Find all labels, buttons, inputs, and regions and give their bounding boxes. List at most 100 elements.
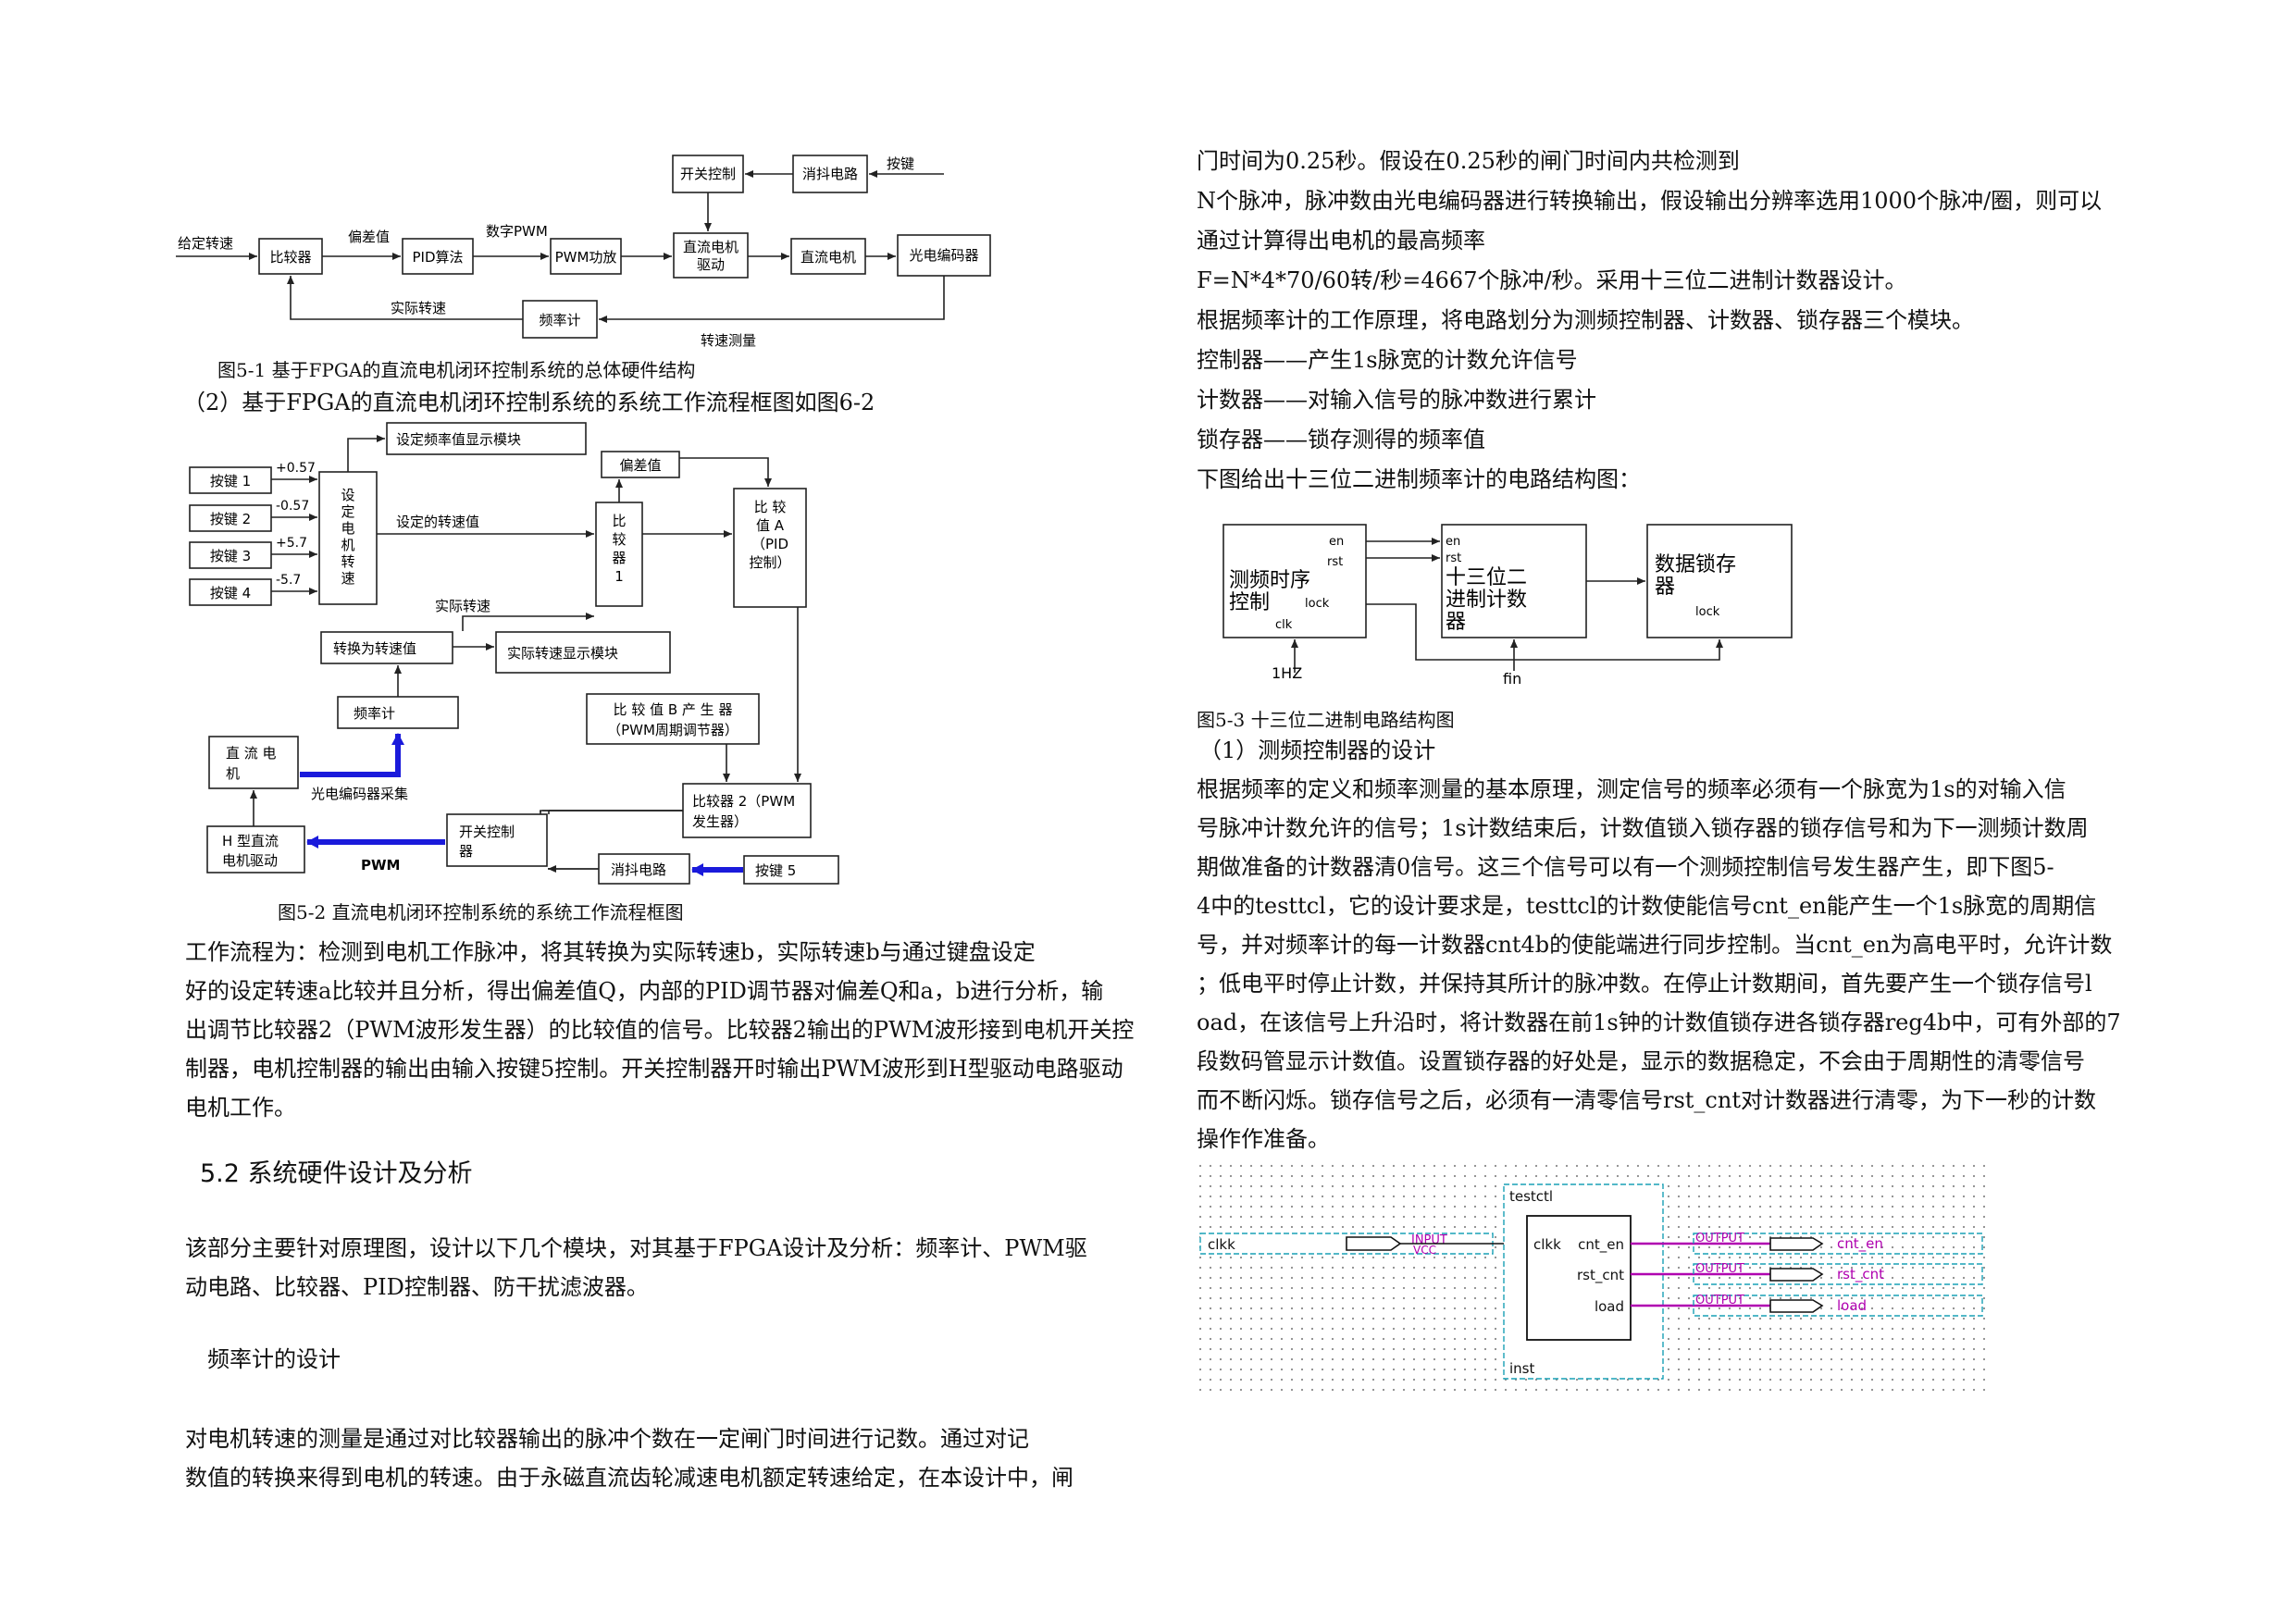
sub-heading-freq-meter: 频率计的设计: [207, 1346, 341, 1372]
fig2-key-2: 按键 2: [210, 511, 251, 527]
fig1-comparator-label: 比较器: [269, 249, 311, 266]
fig2-key-value-1: +0.57: [276, 461, 316, 476]
figure-5-3-caption: 图5-3 十三位二进制电路结构图: [1197, 709, 1455, 731]
fig2-key-1: 按键 1: [210, 473, 251, 489]
fig2-pwm-label: PWM: [361, 857, 400, 873]
fig3-counter-box: [1441, 524, 1587, 638]
fig2-compare-a-l3: （PID: [751, 536, 788, 552]
fig2-key5-box: [743, 855, 839, 885]
right-line-1: 门时间为0.25秒。假设在0.25秒的闸门时间内共检测到: [1197, 148, 1740, 174]
left-paragraph-line-3: 出调节比较器2（PWM波形发生器）的比较值的信号。比较器2输出的PWM波形接到电…: [185, 1017, 1135, 1043]
fig2-comparator2-box: [682, 783, 812, 838]
fig2-set-speed-char-5: 转: [341, 553, 354, 570]
fig2-convert-label: 转换为转速值: [333, 640, 416, 657]
fig1-switch-control-label: 开关控制: [680, 166, 736, 182]
fig2-dc-motor-l2: 机: [226, 765, 240, 782]
fig3-ctrl-box: [1222, 524, 1367, 638]
fig3-counter-en: en: [1446, 535, 1460, 549]
fig2-actual-display-label: 实际转速显示模块: [507, 645, 618, 662]
fig1-pid-box: [402, 238, 474, 275]
fig2-freq-meter-box: [337, 696, 459, 729]
fig2-set-speed-box: [318, 471, 378, 605]
fig2-set-display-box: [386, 422, 587, 455]
figure-5-1-block-diagram: 比较器 PID算法 PWM功放 直流电机 驱动 直流电机 光电编码器 开关控制 …: [176, 155, 991, 349]
right-line-2: N个脉冲，脉冲数由光电编码器进行转换输出，假设输出分辨率选用1000个脉冲/圈，…: [1197, 188, 2103, 214]
right-para-line-2: 号脉冲计数允许的信号；1s计数结束后，计数值锁入锁存器的锁存信号和为下一测频计数…: [1197, 815, 2089, 841]
fig2-compare-a-l2: 值 A: [756, 517, 785, 534]
section-para-line-1: 该部分主要针对原理图，设计以下几个模块，对其基于FPGA设计及分析：频率计、PW…: [185, 1235, 1087, 1261]
output-tag-1: OUTPUT: [1695, 1232, 1744, 1245]
fig2-compare-b-l1: 比 较 值 B 产 生 器: [614, 701, 733, 718]
left-paragraph-line-4: 制器，电机控制器的输出由输入按键5控制。开关控制器开时输出PWM波形到H型驱动电…: [185, 1056, 1123, 1082]
fig2-h-bridge-l2: 电机驱动: [222, 852, 278, 869]
output-pin-symbol-3[interactable]: [1769, 1299, 1824, 1313]
fig2-convert-box: [320, 631, 453, 664]
fig3-fin: fin: [1503, 670, 1521, 688]
fig3-counter-l1: 十三位二: [1446, 566, 1527, 589]
fig2-key-2-box: [189, 504, 272, 532]
fig1-dc-motor-box: [790, 238, 866, 275]
right-para-line-5: 号，并对频率计的每一计数器cnt4b的使能端进行同步控制。当cnt_en为高电平…: [1197, 932, 2113, 958]
fig3-latch-l2: 器: [1655, 576, 1675, 599]
module-port-cnt-en: cnt_en: [1578, 1236, 1624, 1254]
fig2-set-speed-char-1: 设: [341, 487, 354, 503]
section-para-line-2: 动电路、比较器、PID控制器、防干扰滤波器。: [185, 1274, 649, 1300]
right-line-4: F=N*4*70/60转/秒=4667个脉冲/秒。采用十三位二进制计数器设计。: [1197, 267, 1907, 293]
fig2-compare-a-l4: 控制）: [749, 554, 790, 571]
fig2-comparator1-box: [595, 502, 643, 607]
module-body[interactable]: [1526, 1215, 1632, 1341]
fig1-deviation: 偏差值: [348, 229, 390, 245]
right-para-line-4: 4中的testtcl，它的设计要求是，testtcl的计数使能信号cnt_en能…: [1197, 893, 2097, 919]
fig2-compare-a-box: [733, 488, 807, 608]
figure-5-4-testctl-schematic: clkk INPUT VCC testctl inst clkk cnt_en …: [1198, 1164, 1985, 1395]
left-paragraph-line-2: 好的设定转速a比较并且分析，得出偏差值Q，内部的PID调节器对偏差Q和a，b进行…: [185, 978, 1104, 1004]
sub-para-line-2: 数值的转换来得到电机的转速。由于永磁直流齿轮减速电机额定转速给定，在本设计中，闸: [185, 1465, 1074, 1491]
left-paragraph-line-1: 工作流程为：检测到电机工作脉冲，将其转换为实际转速b，实际转速b与通过键盘设定: [185, 939, 1036, 965]
fig2-set-speed-char-2: 定: [341, 503, 354, 520]
output-name-3: load: [1837, 1297, 1867, 1314]
fig2-switch-ctrl-l1: 开关控制: [459, 824, 515, 840]
fig1-dc-drive-label-1: 直流电机: [683, 239, 738, 255]
output-pin-symbol-2[interactable]: [1769, 1268, 1824, 1282]
fig3-counter-rst: rst: [1446, 551, 1461, 565]
fig2-switch-ctrl-box: [446, 813, 548, 867]
right-line-5: 根据频率计的工作原理，将电路划分为测频控制器、计数器、锁存器三个模块。: [1197, 307, 1974, 333]
fig3-ctrl-l1: 测频时序: [1229, 569, 1310, 592]
fig1-key: 按键: [887, 155, 914, 172]
sub-para-line-1: 对电机转速的测量是通过对比较器输出的脉冲个数在一定闸门时间进行记数。通过对记: [185, 1426, 1029, 1452]
fig2-set-speed-value: 设定的转速值: [396, 514, 479, 530]
right-para-line-10: 操作作准备。: [1197, 1126, 1330, 1152]
fig3-counter-l3: 器: [1446, 611, 1466, 634]
section-heading-5-2: 5.2 系统硬件设计及分析: [200, 1159, 473, 1188]
fig1-encoder-label: 光电编码器: [909, 247, 978, 264]
output-pin-symbol-1[interactable]: [1769, 1237, 1824, 1251]
fig2-deviation-label: 偏差值: [619, 457, 661, 474]
fig2-comparator1-c3: 器: [612, 550, 626, 566]
fig1-pwm-amp-label: PWM功放: [555, 249, 617, 266]
output-tag-3: OUTPUT: [1695, 1294, 1744, 1307]
fig1-encoder-box: [897, 234, 991, 277]
fig2-key-1-box: [189, 466, 272, 494]
right-line-6: 控制器——产生1s脉宽的计数允许信号: [1197, 347, 1578, 373]
figure-5-2-flowchart: 按键 1 按键 2 按键 3 按键 4 +0.57 -0.57 +5.7 -5.…: [189, 422, 839, 885]
right-para-line-8: 段数码管显示计数值。设置锁存器的好处是，显示的数据稳定，不会由于周期性的清零信号: [1197, 1048, 2085, 1074]
output-name-2: rst_cnt: [1837, 1266, 1884, 1283]
fig1-dc-drive-label-2: 驱动: [697, 256, 725, 273]
figure-5-2-intro: （2）基于FPGA的直流电机闭环控制系统的系统工作流程框图如图6-2: [183, 390, 875, 415]
fig3-ctrl-en: en: [1329, 535, 1344, 549]
fig2-key-3-box: [189, 541, 272, 569]
module-port-load: load: [1595, 1298, 1624, 1315]
output-frame-2: [1693, 1263, 1983, 1285]
fig1-dc-drive-box: [673, 232, 749, 279]
right-line-7: 计数器——对输入信号的脉冲数进行累计: [1197, 387, 1596, 413]
fig1-speed-measure: 转速测量: [701, 332, 756, 349]
output-tag-2: OUTPUT: [1695, 1262, 1744, 1276]
right-sub-heading: （1）测频控制器的设计: [1199, 737, 1436, 763]
fig2-comparator1-c1: 比: [612, 513, 626, 529]
fig2-set-speed-char-4: 机: [341, 537, 354, 553]
input-pin-symbol[interactable]: [1346, 1236, 1402, 1251]
fig1-comparator-box: [258, 238, 323, 275]
module-name: testctl: [1509, 1188, 1553, 1205]
left-paragraph-line-5: 电机工作。: [185, 1095, 296, 1121]
fig2-h-bridge-l1: H 型直流: [222, 833, 279, 849]
